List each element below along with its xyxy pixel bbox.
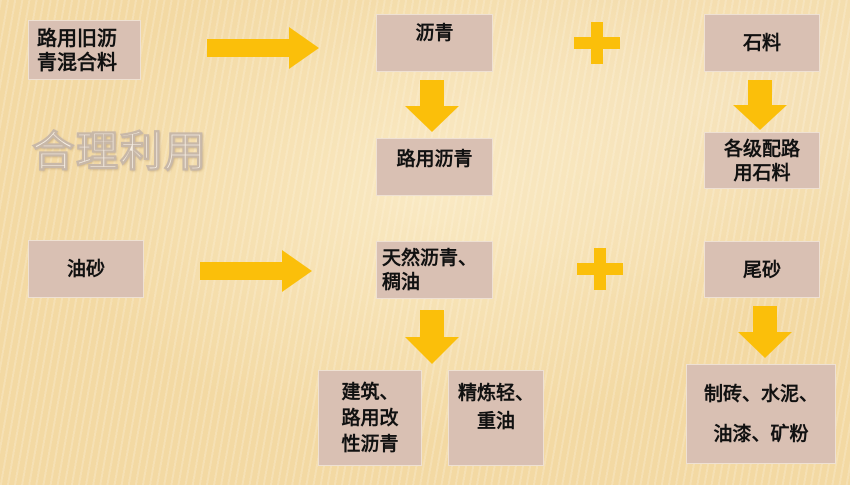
product-box-tailing-sand: 尾砂 xyxy=(704,241,820,298)
plus-icon xyxy=(577,248,623,290)
result-box-modified-asphalt: 建筑、 路用改 性沥青 xyxy=(318,370,422,466)
plus-icon xyxy=(574,22,620,64)
product-box-natural-asphalt-heavy-oil: 天然沥青、 稠油 xyxy=(376,241,493,299)
product-box-asphalt: 沥青 xyxy=(376,14,493,72)
source-box-oil-sand: 油砂 xyxy=(28,240,144,298)
page-title: 合理利用 xyxy=(31,127,209,177)
arrow-right-icon xyxy=(207,27,319,69)
arrow-down-icon xyxy=(405,80,459,132)
arrow-down-icon xyxy=(405,310,459,364)
result-box-bricks-cement-paint-powder: 制砖、水泥、 油漆、矿粉 xyxy=(686,364,836,464)
result-box-refined-oil: 精炼轻、 重油 xyxy=(448,370,544,466)
arrow-down-icon xyxy=(733,80,787,130)
product-box-stone: 石料 xyxy=(704,14,820,72)
source-box-old-asphalt-mix: 路用旧沥 青混合料 xyxy=(28,20,141,80)
result-box-graded-stone: 各级配路 用石料 xyxy=(704,132,820,189)
arrow-down-icon xyxy=(738,306,792,358)
result-box-road-asphalt: 路用沥青 xyxy=(376,138,493,196)
arrow-right-icon xyxy=(200,250,312,292)
